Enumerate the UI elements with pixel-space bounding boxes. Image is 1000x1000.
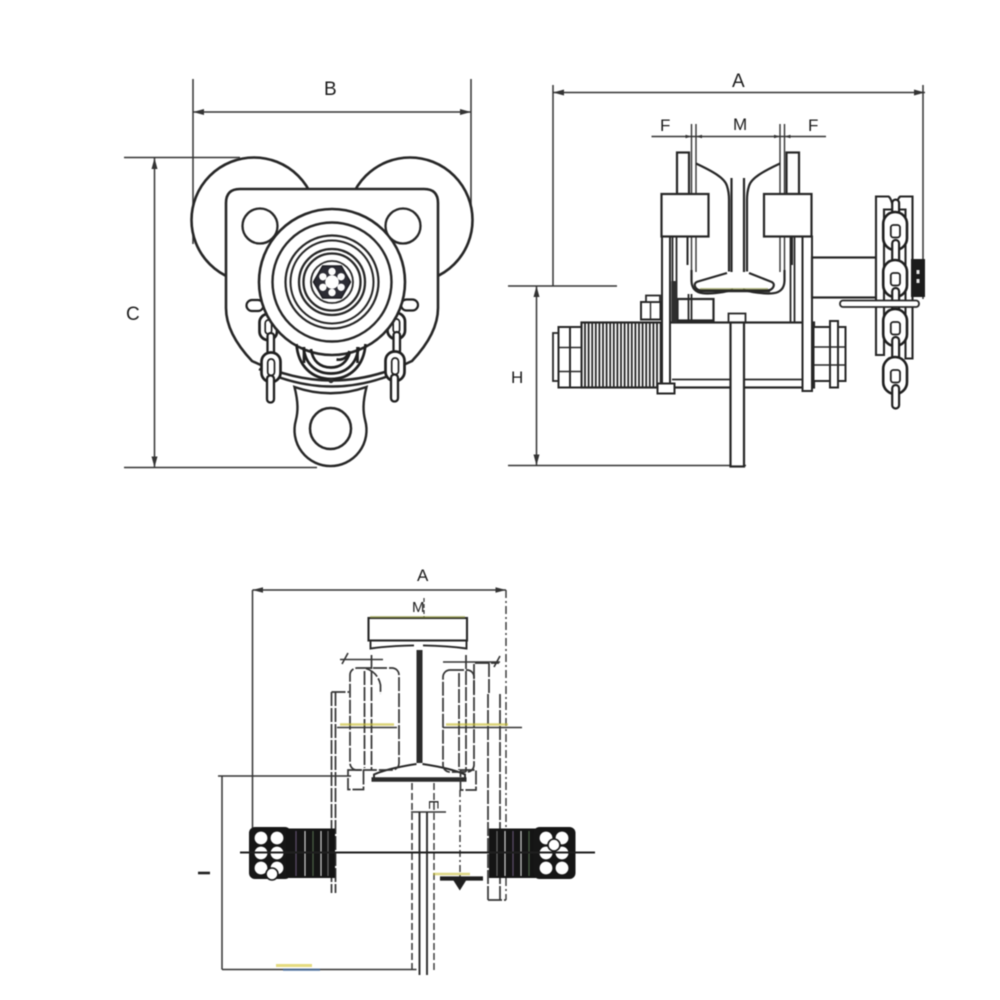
svg-text:B: B [324, 79, 337, 100]
svg-text:A: A [417, 566, 429, 585]
svg-text:A: A [732, 71, 745, 92]
svg-text:C: C [126, 304, 140, 325]
svg-text:H: H [511, 368, 523, 387]
svg-text:M: M [412, 599, 425, 616]
svg-text:F: F [808, 116, 818, 135]
svg-text:F: F [660, 116, 670, 135]
svg-text:M: M [733, 115, 747, 134]
